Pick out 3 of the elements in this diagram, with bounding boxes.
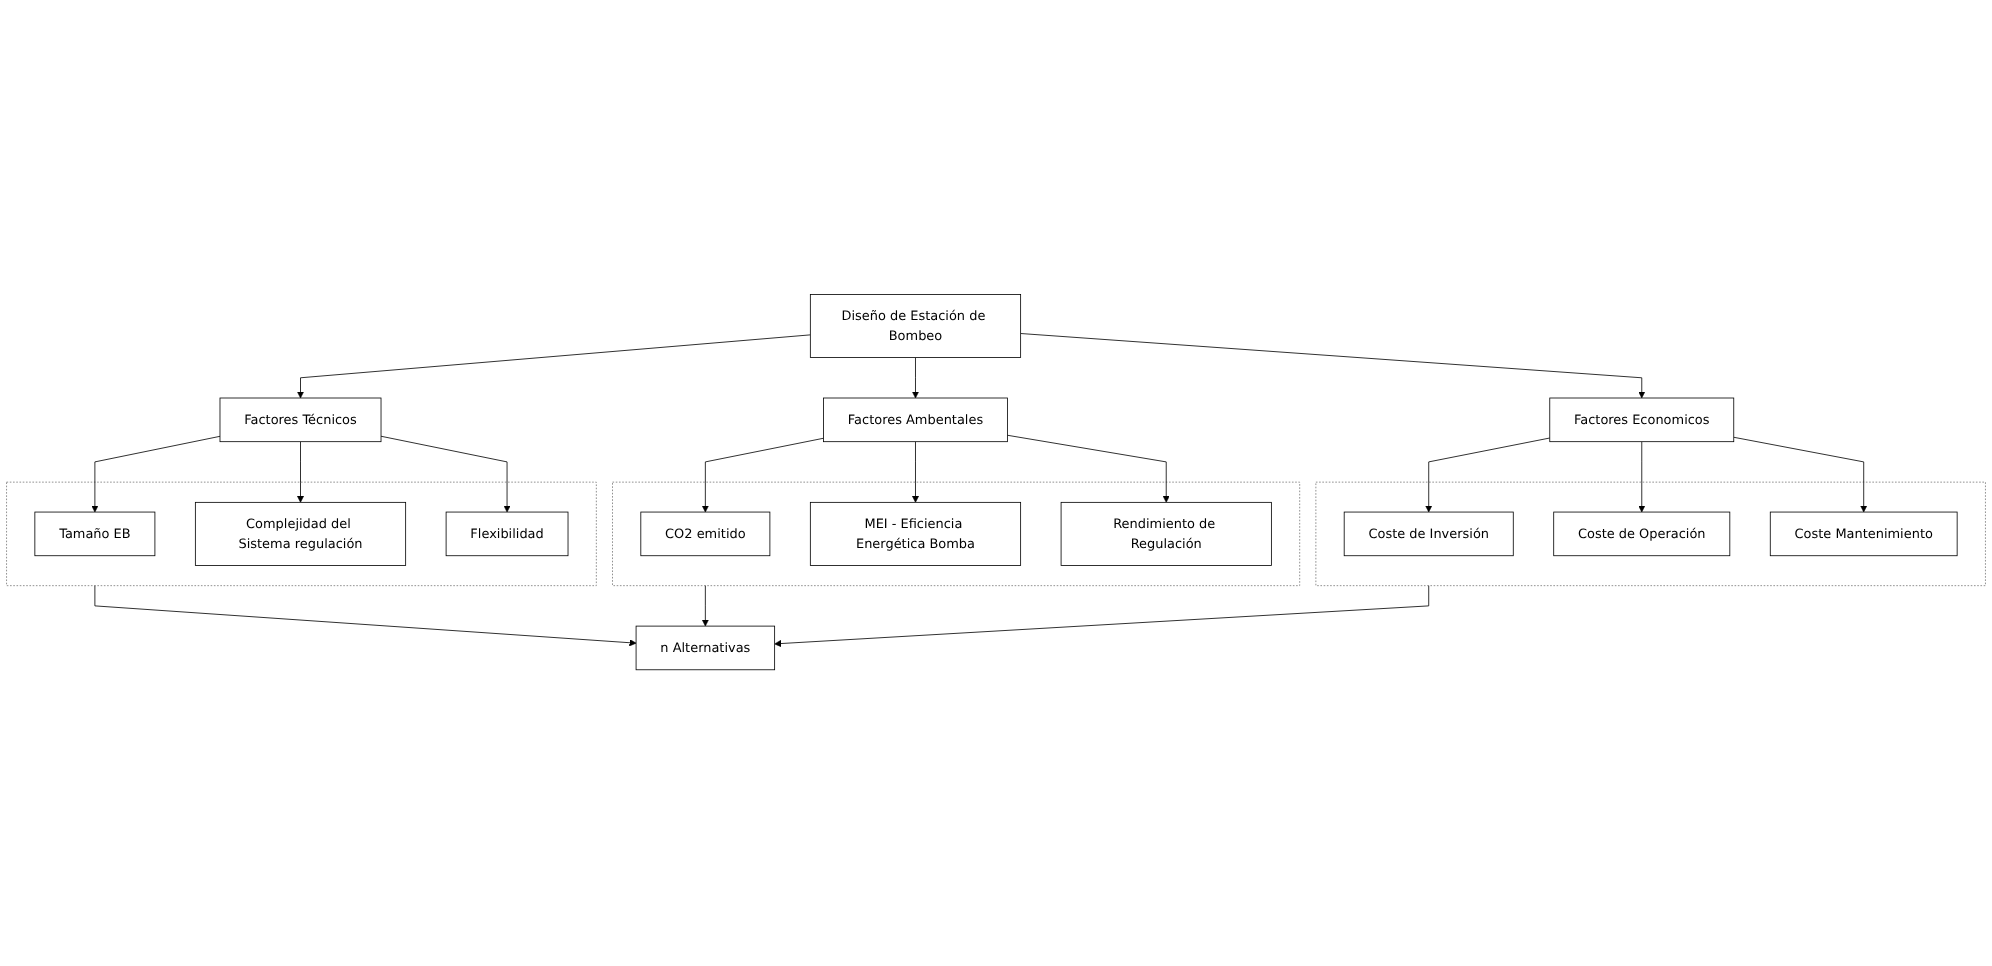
cluster (1315, 482, 1986, 587)
cluster (612, 482, 1301, 587)
cluster (6, 482, 597, 587)
